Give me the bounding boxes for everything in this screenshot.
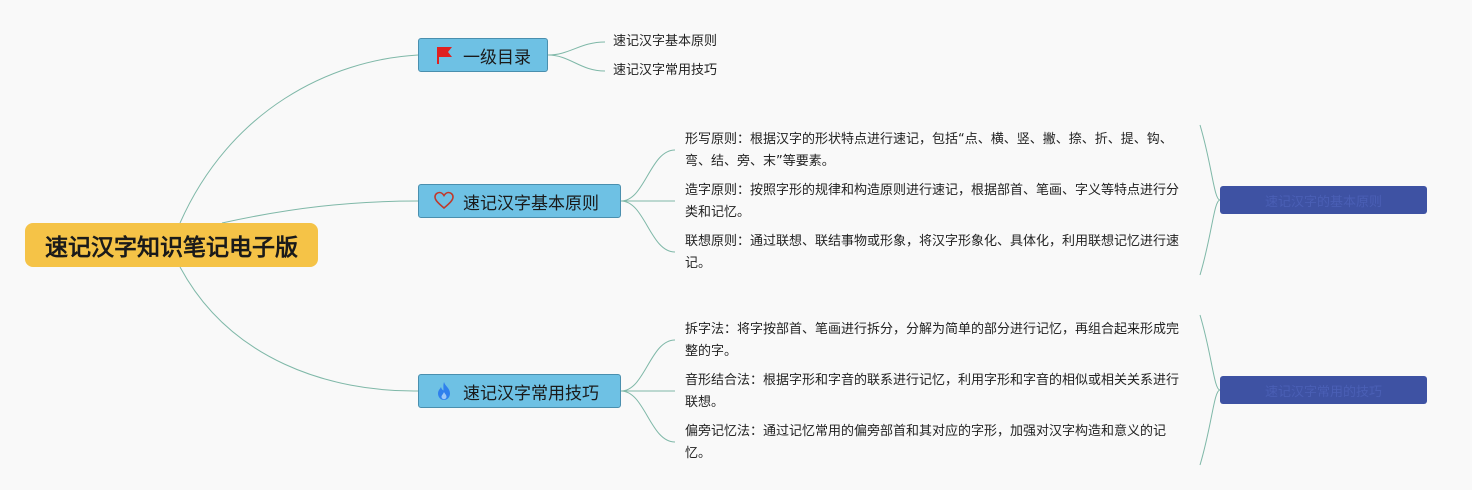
summary-label: 速记汉字的基本原则 xyxy=(1264,194,1382,210)
summary-brace-2 xyxy=(1199,314,1221,466)
link-branch-1-leaf-1 xyxy=(547,41,606,56)
summary-brace-1 xyxy=(1199,124,1221,276)
branch-node-toc[interactable]: 一级目录 xyxy=(418,38,548,72)
summary-node[interactable]: 速记汉字常用的技巧 xyxy=(1220,376,1427,404)
flame-icon xyxy=(433,380,455,402)
paragraph-item[interactable]: 拆字法：将字按部首、笔画进行拆分，分解为简单的部分进行记忆，再组合起来形成完整的… xyxy=(685,322,1180,359)
paragraph-item[interactable]: 造字原则：按照字形的规律和构造原则进行速记，根据部首、笔画、字义等特点进行分类和… xyxy=(685,183,1180,220)
link-branch-3-para-3 xyxy=(620,390,676,443)
root-node[interactable]: 速记汉字知识笔记电子版 xyxy=(25,223,318,267)
link-branch-2-para-1 xyxy=(620,149,676,202)
summary-label: 速记汉字常用的技巧 xyxy=(1264,384,1382,400)
leaf-item[interactable]: 速记汉字基本原则 xyxy=(613,34,718,49)
summary-node[interactable]: 速记汉字的基本原则 xyxy=(1220,186,1427,214)
paragraph-item[interactable]: 音形结合法：根据字形和字音的联系进行记忆，利用字形和字音的相似或相关关系进行联想… xyxy=(685,373,1180,410)
link-branch-2-para-3 xyxy=(620,200,676,253)
paragraph-item[interactable]: 联想原则：通过联想、联结事物或形象，将汉字形象化、具体化，利用联想记忆进行速记。 xyxy=(685,234,1180,271)
link-root-branch-3 xyxy=(179,266,419,392)
branch-node-principles[interactable]: 速记汉字基本原则 xyxy=(418,184,621,218)
paragraph-item[interactable]: 偏旁记忆法：通过记忆常用的偏旁部首和其对应的字形，加强对汉字构造和意义的记忆。 xyxy=(685,424,1167,461)
link-root-branch-2 xyxy=(221,200,419,224)
link-branch-1-leaf-2 xyxy=(547,54,606,72)
link-root-branch-1 xyxy=(179,54,419,224)
link-branch-3-para-1 xyxy=(620,339,676,392)
branch-label: 速记汉字常用技巧 xyxy=(463,383,599,404)
branch-label: 一级目录 xyxy=(463,47,531,68)
flag-icon xyxy=(433,44,455,66)
root-title: 速记汉字知识笔记电子版 xyxy=(45,235,298,261)
branch-node-techniques[interactable]: 速记汉字常用技巧 xyxy=(418,374,621,408)
leaf-item[interactable]: 速记汉字常用技巧 xyxy=(613,63,718,78)
paragraph-item[interactable]: 形写原则：根据汉字的形状特点进行速记，包括“点、横、竖、撇、捺、折、提、钩、弯、… xyxy=(685,132,1173,169)
branch-label: 速记汉字基本原则 xyxy=(463,193,599,214)
heart-icon xyxy=(433,190,455,212)
